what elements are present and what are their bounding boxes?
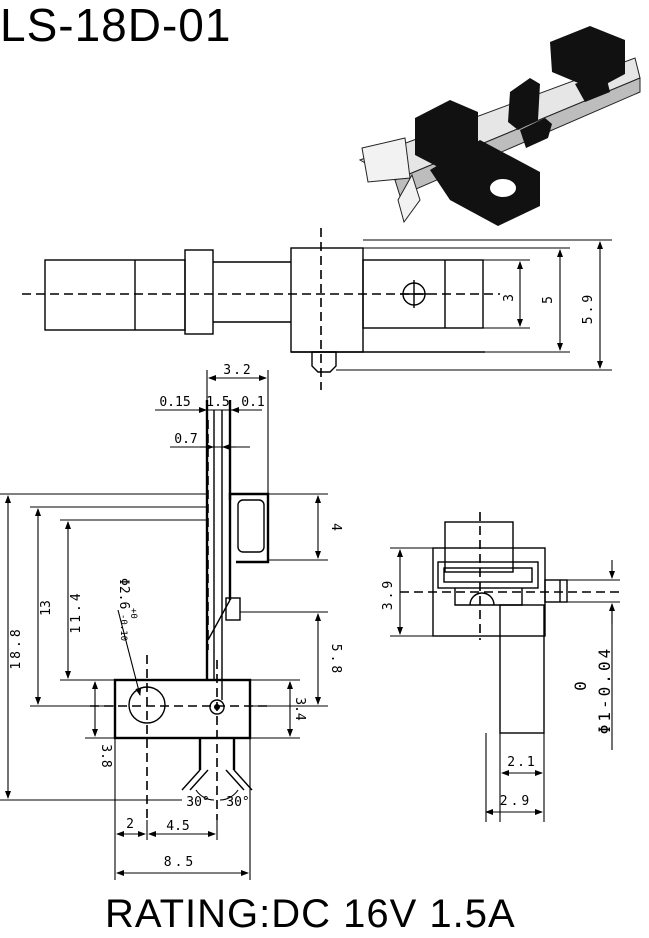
pin-label: Φ1-0.04 (595, 646, 614, 734)
dim-18-8: 18.8 (9, 626, 24, 669)
pin-tol: 0 (571, 681, 590, 691)
rating-label: RATING:DC 16V 1.5A (105, 892, 516, 936)
dim-11-4: 11.4 (69, 590, 84, 633)
dim-0-7: 0.7 (174, 432, 197, 447)
side-dim-5: 5 (541, 296, 556, 304)
collar (184, 249, 214, 335)
end-view: 3.9 Φ1-0.04 0 2.1 2.9 (381, 512, 620, 822)
hole-tol-upper: +0 (128, 608, 138, 619)
dim-8-5: 8.5 (164, 855, 196, 870)
dim-0-1: 0.1 (241, 395, 264, 410)
dim-2-9: 2.9 (500, 794, 532, 809)
dim-2-1: 2.1 (507, 755, 536, 770)
dim-3-4: 3.4 (292, 697, 307, 721)
dim-1-5: 1.5 (206, 395, 229, 410)
dim-3-2: 3.2 (223, 363, 252, 378)
dim-0-15: 0.15 (159, 395, 190, 410)
base-plate (113, 678, 252, 740)
side-dim-5-9: 5.9 (581, 292, 596, 324)
dim-4-5: 4.5 (166, 819, 189, 834)
side-dim-3: 3 (502, 294, 517, 302)
plunger-body (44, 259, 186, 331)
side-view: 3 5 5.9 (22, 228, 612, 390)
dim-3-9: 3.9 (381, 578, 396, 610)
hole-label: Φ2.6 (116, 578, 131, 609)
dim-5-8: 5.8 (328, 644, 343, 676)
hole-tol-lower: -0.10 (118, 614, 128, 641)
angle-right: 30° (226, 795, 249, 810)
dim-2: 2 (126, 817, 134, 832)
angle-left: 30° (186, 795, 209, 810)
dim-4: 4 (328, 523, 343, 531)
product-photo-illustration (358, 26, 641, 226)
dim-3-8: 3.8 (98, 744, 113, 767)
front-view: 3.2 0.15 1.5 0.1 0.7 4 5.8 3.4 18.8 13 (0, 363, 343, 880)
part-number-title: LS-18D-01 (0, 0, 232, 51)
housing (290, 247, 364, 353)
dim-13: 13 (39, 600, 54, 616)
